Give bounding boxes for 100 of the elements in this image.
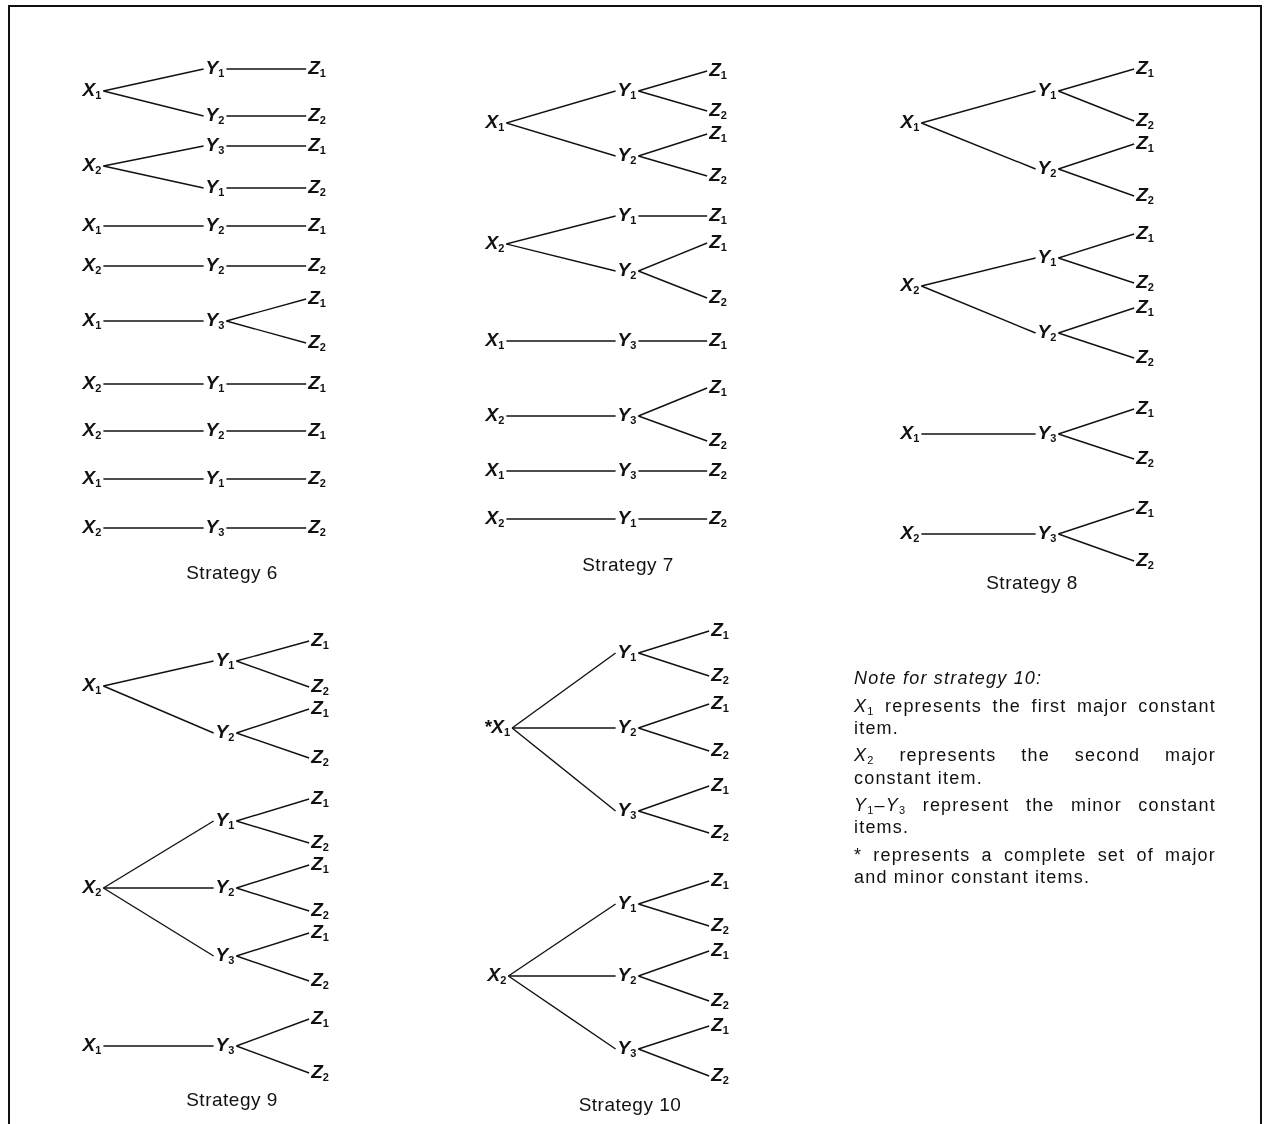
variable-label: Z$_{1}$: [709, 1014, 731, 1036]
variable-label: Y$_{1}$: [615, 204, 639, 226]
variable-label: Z$_{2}$: [1134, 346, 1156, 368]
connector-line: [225, 115, 307, 117]
variable-label: Z$_{2}$: [709, 914, 731, 936]
variable-label: X$_{1}$: [80, 79, 104, 101]
strategy-caption: Strategy 8: [986, 572, 1078, 594]
connector-line: [511, 727, 617, 729]
connector-line: [920, 433, 1037, 435]
connector-line: [102, 820, 215, 889]
connector-line: [1057, 508, 1135, 535]
connector-line: [102, 685, 215, 734]
connector-line: [637, 70, 708, 92]
variable-label: Z$_{1}$: [1134, 497, 1156, 519]
variable-label: Z$_{2}$: [306, 254, 328, 276]
variable-label: Z$_{2}$: [306, 516, 328, 538]
variable-label: Y$_{2}$: [615, 144, 639, 166]
variable-label: Y$_{3}$: [1035, 422, 1059, 444]
variable-label: Z$_{2}$: [707, 507, 729, 529]
connector-line: [102, 887, 215, 957]
variable-label: Y$_{2}$: [213, 721, 237, 743]
connector-line: [225, 187, 307, 189]
connector-line: [637, 133, 708, 157]
variable-label: Z$_{2}$: [707, 459, 729, 481]
variable-label: Z$_{1}$: [707, 231, 729, 253]
connector-line: [225, 430, 307, 432]
connector-line: [637, 340, 708, 342]
connector-line: [235, 798, 310, 822]
connector-line: [637, 155, 708, 177]
variable-label: Z$_{2}$: [1134, 271, 1156, 293]
variable-label: X$_{2}$: [80, 372, 104, 394]
connector-line: [235, 732, 310, 759]
connector-line: [920, 122, 1037, 170]
variable-label: Y$_{3}$: [1035, 522, 1059, 544]
variable-label: Y$_{2}$: [203, 214, 227, 236]
variable-label: Z$_{2}$: [309, 746, 331, 768]
variable-label: X$_{1}$: [483, 111, 507, 133]
variable-label: Z$_{1}$: [707, 122, 729, 144]
connector-line: [102, 165, 205, 189]
variable-label: X$_{1}$: [898, 111, 922, 133]
variable-label: Z$_{1}$: [306, 419, 328, 441]
variable-label: Z$_{2}$: [306, 176, 328, 198]
variable-label: Z$_{2}$: [709, 739, 731, 761]
variable-label: Y$_{1}$: [203, 176, 227, 198]
connector-line: [102, 527, 205, 529]
connector-line: [102, 478, 205, 480]
connector-line: [920, 257, 1037, 287]
connector-line: [505, 470, 617, 472]
variable-label: Z$_{2}$: [707, 286, 729, 308]
variable-label: Y$_{3}$: [203, 134, 227, 156]
connector-line: [505, 518, 617, 520]
variable-label: Z$_{1}$: [306, 214, 328, 236]
variable-label: Z$_{2}$: [707, 429, 729, 451]
variable-label: Y$_{2}$: [615, 716, 639, 738]
connector-line: [920, 90, 1037, 124]
variable-label: X$_{2}$: [485, 964, 509, 986]
connector-line: [102, 383, 205, 385]
connector-line: [235, 660, 310, 688]
variable-label: Z$_{1}$: [707, 329, 729, 351]
variable-label: Y$_{3}$: [615, 404, 639, 426]
connector-line: [637, 1025, 710, 1050]
connector-line: [637, 903, 710, 927]
variable-label: Y$_{2}$: [203, 419, 227, 441]
variable-label: Y$_{1}$: [615, 79, 639, 101]
variable-label: Z$_{1}$: [1134, 397, 1156, 419]
note-text: X$_{1}$ represents the first major constant item.: [854, 695, 1216, 740]
connector-line: [511, 727, 617, 812]
variable-label: Z$_{2}$: [1134, 109, 1156, 131]
connector-line: [235, 864, 310, 889]
connector-line: [920, 285, 1037, 334]
variable-label: Z$_{2}$: [309, 899, 331, 921]
variable-label: Y$_{3}$: [203, 516, 227, 538]
note-text: Y$_{1}$–Y$_{3}$ represent the minor constant items.: [854, 795, 1216, 839]
connector-line: [920, 533, 1037, 535]
variable-label: Z$_{2}$: [306, 104, 328, 126]
variable-label: Z$_{1}$: [1134, 296, 1156, 318]
variable-label: X$_{1}$: [80, 674, 104, 696]
connector-line: [1057, 533, 1135, 562]
connector-line: [637, 652, 710, 677]
connector-line: [637, 630, 710, 654]
variable-label: Z$_{2}$: [309, 675, 331, 697]
variable-label: X$_{1}$: [80, 467, 104, 489]
connector-line: [102, 225, 205, 227]
connector-line: [1057, 168, 1135, 197]
note-text: X$_{2}$ represents the second major constant item.: [854, 745, 1216, 790]
connector-line: [637, 880, 710, 905]
variable-label: Y$_{1}$: [615, 507, 639, 529]
variable-label: X$_{1}$: [483, 329, 507, 351]
connector-line: [235, 640, 310, 662]
variable-label: Z$_{2}$: [1134, 447, 1156, 469]
strategy-caption: Strategy 10: [578, 1094, 682, 1116]
connector-line: [225, 478, 307, 480]
variable-label: Y$_{1}$: [213, 809, 237, 831]
connector-line: [637, 242, 708, 272]
connector-line: [637, 703, 710, 729]
variable-label: Z$_{1}$: [309, 697, 331, 719]
connector-line: [235, 955, 310, 982]
connector-line: [511, 652, 617, 729]
connector-line: [1057, 307, 1135, 334]
variable-label: Y$_{1}$: [1035, 246, 1059, 268]
